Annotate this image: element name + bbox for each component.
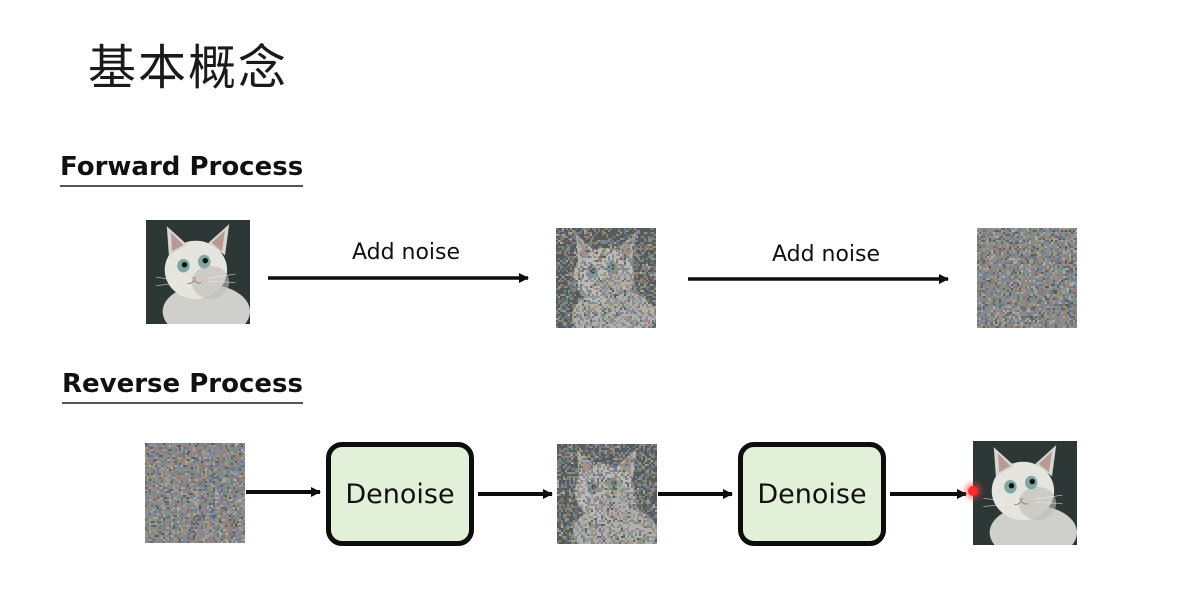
add-noise-label-2: Add noise bbox=[771, 242, 881, 267]
slide-title: 基本概念 bbox=[88, 40, 289, 96]
noisy-cat-image bbox=[556, 228, 656, 328]
denoise-box-2: Denoise bbox=[738, 442, 886, 546]
cat-image bbox=[146, 220, 250, 324]
reverse-process-heading: Reverse Process bbox=[62, 369, 303, 404]
cat-image bbox=[973, 441, 1077, 545]
forward-process-heading: Forward Process bbox=[60, 152, 304, 187]
denoise-box-1: Denoise bbox=[326, 442, 474, 546]
noisy-cat-image bbox=[557, 444, 657, 544]
pure-noise-image bbox=[145, 443, 245, 543]
laser-pointer-dot bbox=[968, 486, 978, 496]
pure-noise-image bbox=[977, 228, 1077, 328]
add-noise-label-1: Add noise bbox=[351, 240, 461, 265]
